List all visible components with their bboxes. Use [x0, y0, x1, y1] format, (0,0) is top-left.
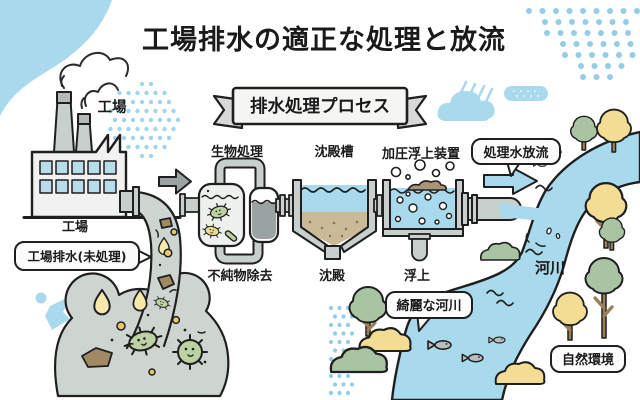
rain-cloud-decor — [437, 80, 495, 121]
bio-pipes — [214, 157, 266, 265]
sediment-specks — [308, 220, 359, 238]
factory-group: 工場 工場 — [22, 51, 182, 235]
banner-title: 排水処理プロセス — [250, 96, 390, 117]
label-natural-environment: 自然環境 — [562, 352, 614, 368]
trees-group — [329, 108, 632, 385]
scum-blob — [407, 180, 447, 191]
bio-vessel-right — [248, 186, 280, 244]
river-marks — [486, 184, 561, 307]
fish-icon — [488, 336, 506, 344]
badge-natural-environment: 自然環境 — [550, 345, 626, 373]
bubble-treated-discharge: 処理水放流 — [471, 138, 561, 177]
splash-marks — [525, 227, 561, 247]
label-sedimentation-tank: 沈殿槽 — [314, 144, 353, 160]
pill-decor — [504, 86, 548, 101]
tree-icon — [598, 217, 626, 251]
tree-icon — [569, 115, 599, 151]
dirt-clumps — [81, 217, 175, 368]
label-flotation-device: 加圧浮上装置 — [381, 146, 460, 162]
label-river: 河川 — [535, 259, 565, 277]
germ-icon — [172, 334, 208, 370]
factory-building — [30, 133, 128, 219]
flotation-device-unit: 加圧浮上装置 浮上 — [381, 146, 464, 284]
label-sedimentation: 沈殿 — [319, 268, 346, 284]
tree-icon — [584, 257, 624, 339]
biological-treatment-unit: 生物処理 不純物除去 — [179, 144, 280, 284]
bubble-clean-river: 綺麗な河川 — [385, 291, 473, 332]
sedimentation-tank-unit: 沈殿槽 沈殿 — [292, 144, 377, 284]
bush-icon — [479, 241, 521, 261]
factory-windows — [39, 160, 117, 194]
bio-vessel-left — [197, 182, 246, 248]
fish-icon — [461, 353, 484, 363]
outfall-water — [500, 203, 545, 221]
label-untreated-wastewater: 工場排水(未処理) — [28, 249, 127, 264]
label-treated-discharge: 処理水放流 — [482, 145, 548, 161]
bio-inlet-pipe — [179, 193, 201, 217]
flow-arrow-gray — [158, 168, 192, 195]
label-factory-bottom: 工場 — [62, 219, 88, 235]
bubble-untreated-wastewater: 工場排水(未処理) — [14, 241, 152, 271]
banner-ribbon: 排水処理プロセス — [212, 86, 428, 130]
fish-icon — [427, 339, 452, 351]
tree-icon — [348, 286, 388, 337]
bubbles-in-water — [394, 191, 453, 225]
dot-pattern-behind-factory — [108, 81, 181, 159]
wastewater-stream — [125, 190, 182, 350]
chimney — [53, 91, 93, 153]
label-clean-river: 綺麗な河川 — [396, 298, 461, 314]
splash-decor — [35, 292, 71, 330]
tank-drain-pipe — [324, 245, 341, 260]
tree-icon — [552, 291, 588, 341]
dot-pattern-top-right — [526, 8, 640, 80]
label-flotation: 浮上 — [404, 268, 430, 284]
factory-outlet-pipe — [119, 186, 140, 217]
page-title: 工場排水の適正な処理と放流 — [142, 24, 506, 56]
corner-blob-decor — [0, 0, 112, 116]
smoke-icon — [59, 51, 129, 109]
debris-specks — [110, 228, 207, 376]
label-impurity-removal: 不純物除去 — [207, 268, 272, 284]
flotation-drain-pipe — [408, 233, 431, 262]
bubbles-above — [390, 159, 455, 181]
tree-icon — [596, 108, 632, 153]
label-factory-top: 工場 — [98, 99, 127, 116]
label-biological-treatment: 生物処理 — [211, 144, 263, 160]
